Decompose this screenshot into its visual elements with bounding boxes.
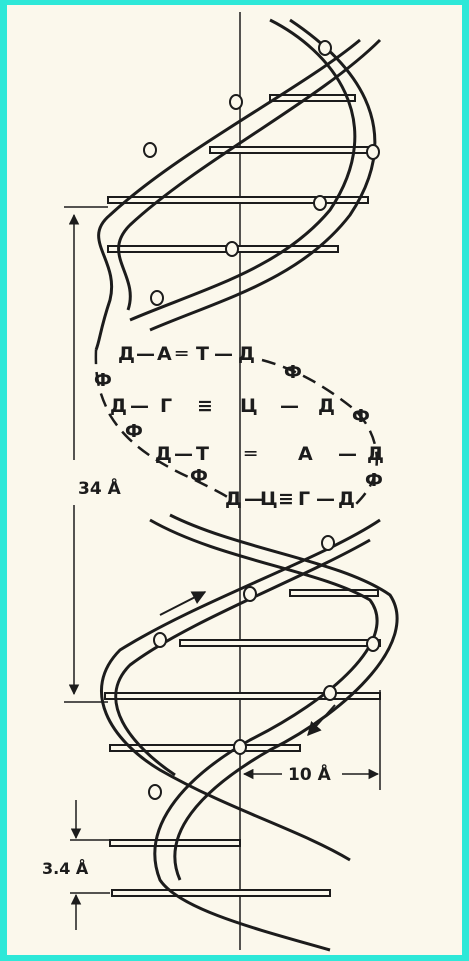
svg-text:—: — — [214, 343, 233, 365]
base-label: Г — [160, 395, 172, 417]
base-label: Т — [196, 343, 209, 365]
strand-direction-arrow — [308, 705, 335, 735]
helix-backbone-strands — [96, 20, 397, 950]
base-pair-row: Д — Ц ≡ Г — Д — [225, 488, 355, 510]
svg-text:—: — — [338, 443, 357, 465]
base-label: А — [298, 443, 313, 465]
rise-label: 3.4 Å — [42, 859, 89, 878]
sugar-label: Д — [338, 488, 355, 510]
base-pair-row: Д — Т ═ А — Д — [155, 443, 384, 465]
svg-text:—: — — [136, 343, 155, 365]
svg-text:—: — — [280, 395, 299, 417]
base-label: Т — [196, 443, 209, 465]
phosphate-markers — [144, 41, 379, 799]
svg-text:—: — — [316, 488, 335, 510]
base-label: Ц — [260, 488, 278, 510]
pitch-label: 34 Å — [78, 476, 122, 499]
base-pair-rungs-upper — [108, 95, 370, 252]
base-label: А — [157, 343, 172, 365]
bond-label: ≡ — [197, 395, 213, 417]
base-label: Ц — [240, 395, 258, 417]
base-pair-row: Д — А ═ Т — Д — [118, 343, 255, 365]
base-label: Г — [298, 488, 310, 510]
sugar-label: Д — [110, 395, 127, 417]
svg-text:Ф: Ф — [284, 362, 302, 383]
strand-direction-arrow — [160, 592, 205, 615]
base-pair-row: Д — Г ≡ Ц — Д — [110, 395, 335, 417]
svg-text:—: — — [174, 443, 193, 465]
sugar-label: Д — [118, 343, 135, 365]
rise-dimension: 3.4 Å — [42, 800, 110, 930]
sugar-label: Д — [238, 343, 255, 365]
bond-label: ≡ — [278, 488, 294, 510]
radius-label: 10 Å — [288, 762, 332, 785]
svg-text:—: — — [130, 395, 149, 417]
phosphate-labels: Ф Ф Ф Ф Ф Ф — [94, 362, 383, 491]
sugar-label: Д — [318, 395, 335, 417]
sugar-label: Д — [225, 488, 242, 510]
bond-label: ═ — [175, 343, 188, 365]
pitch-dimension: 34 Å — [64, 207, 122, 702]
bond-label: ═ — [244, 443, 257, 465]
